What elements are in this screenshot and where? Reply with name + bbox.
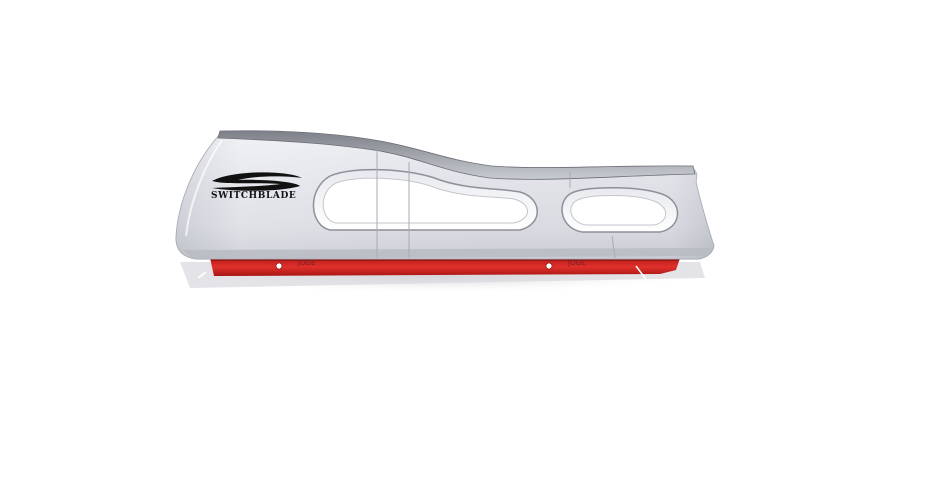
swoosh-icon: [212, 172, 302, 191]
logo-text: SWITCHBLADE: [211, 191, 296, 201]
red-runner: [210, 258, 680, 276]
glint-rear: [635, 265, 649, 283]
engraving-rear: JOGE: [567, 259, 585, 267]
front-highlight: [185, 139, 223, 237]
engraving-front: JOGE: [297, 259, 315, 267]
switchblade-logo: SWITCHBLADE: [211, 172, 302, 201]
small-cutout-inner: [570, 194, 667, 226]
bottom-plate-edge: [182, 248, 712, 259]
large-cutout-inner: [322, 177, 528, 224]
seam-line-4: [611, 235, 616, 259]
runner-rivet-front: [275, 262, 283, 270]
glint-front: [197, 271, 207, 279]
runner-rivet-rear: [545, 262, 553, 270]
top-rim: [217, 130, 696, 180]
